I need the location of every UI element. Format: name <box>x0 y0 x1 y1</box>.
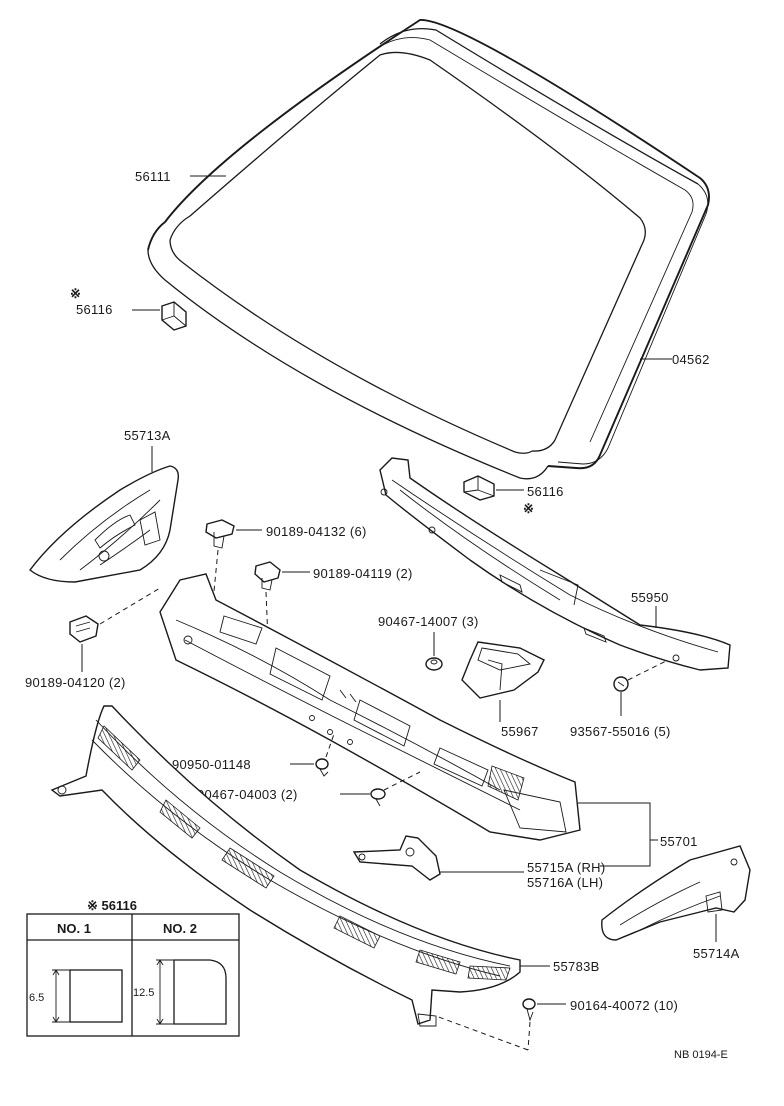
label-clip-2: 90189-04119 (2) <box>313 566 413 581</box>
label-duct: 55967 <box>501 724 539 739</box>
spacer-block-left <box>161 301 187 331</box>
inset-frame <box>26 913 240 1037</box>
windshield-glass <box>147 19 710 480</box>
outer-cowl-panel <box>379 457 731 671</box>
dash-plug <box>627 659 669 681</box>
label-brace-lh: 55716A (LH) <box>527 875 603 890</box>
dash-clip-6 <box>211 549 219 613</box>
label-screw-bottom: 90164-40072 (10) <box>570 998 678 1013</box>
seal-right-part <box>601 845 751 941</box>
note-mark-right: ※ <box>523 501 534 516</box>
clip-04003-part <box>370 788 386 807</box>
plug-part <box>613 676 629 692</box>
inset-table: ※ 56116 NO. 1 NO. 2 6.5 12.5 <box>26 898 240 1037</box>
clip-90189-04120 <box>69 615 99 643</box>
label-screw: 90950-01148 <box>172 757 251 772</box>
label-louver: 55783B <box>553 959 600 974</box>
inset-col1: NO. 1 <box>57 921 91 936</box>
inset-col2: NO. 2 <box>163 921 197 936</box>
dash-clip-04003 <box>383 771 421 791</box>
bracket-cowl-panel <box>578 802 651 867</box>
screw-part <box>315 758 329 777</box>
label-clip-6: 90189-04132 (6) <box>266 524 367 539</box>
inset-title: ※ 56116 <box>87 898 137 913</box>
label-seal-left: 55713A <box>124 428 171 443</box>
nut-part <box>425 657 443 671</box>
label-molding: 04562 <box>672 352 710 367</box>
label-windshield: 56111 <box>135 169 171 184</box>
spacer-no2-shape <box>173 959 227 1025</box>
label-seal-right: 55714A <box>693 946 740 961</box>
brace-part <box>352 835 441 881</box>
screw-bottom-part <box>522 998 536 1022</box>
duct-part <box>461 641 545 699</box>
dash-screw-bottom-d <box>435 1015 529 1051</box>
footer-code: NB 0194-E <box>674 1049 728 1061</box>
label-clip-04003: 90467-04003 (2) <box>197 787 298 802</box>
label-outer-panel: 55950 <box>631 590 669 605</box>
label-brace-rh: 55715A (RH) <box>527 860 605 875</box>
label-spacer-left: 56116 <box>76 302 113 317</box>
clip-90189-04132 <box>205 519 235 549</box>
label-clip-left: 90189-04120 (2) <box>25 675 126 690</box>
dash-screw-bottom-v <box>527 1021 531 1051</box>
spacer-no1-shape <box>69 969 123 1023</box>
label-cowl-panel: 55701 <box>660 834 698 849</box>
inset-dim1: 6.5 <box>29 992 44 1004</box>
inset-dim2: 12.5 <box>133 987 154 999</box>
louver-part <box>50 705 521 1027</box>
dash-screw <box>325 733 335 758</box>
clip-90189-04119 <box>254 561 281 591</box>
seal-left-part <box>29 465 180 583</box>
cowl-panel <box>159 573 581 841</box>
label-spacer-right: 56116 <box>527 484 564 499</box>
dash-clip-left <box>99 587 161 625</box>
label-plug: 93567-55016 (5) <box>570 724 671 739</box>
label-nut: 90467-14007 (3) <box>378 614 479 629</box>
spacer-block-right <box>463 475 495 501</box>
note-mark-left: ※ <box>70 286 81 301</box>
windshield-molding <box>379 27 709 465</box>
